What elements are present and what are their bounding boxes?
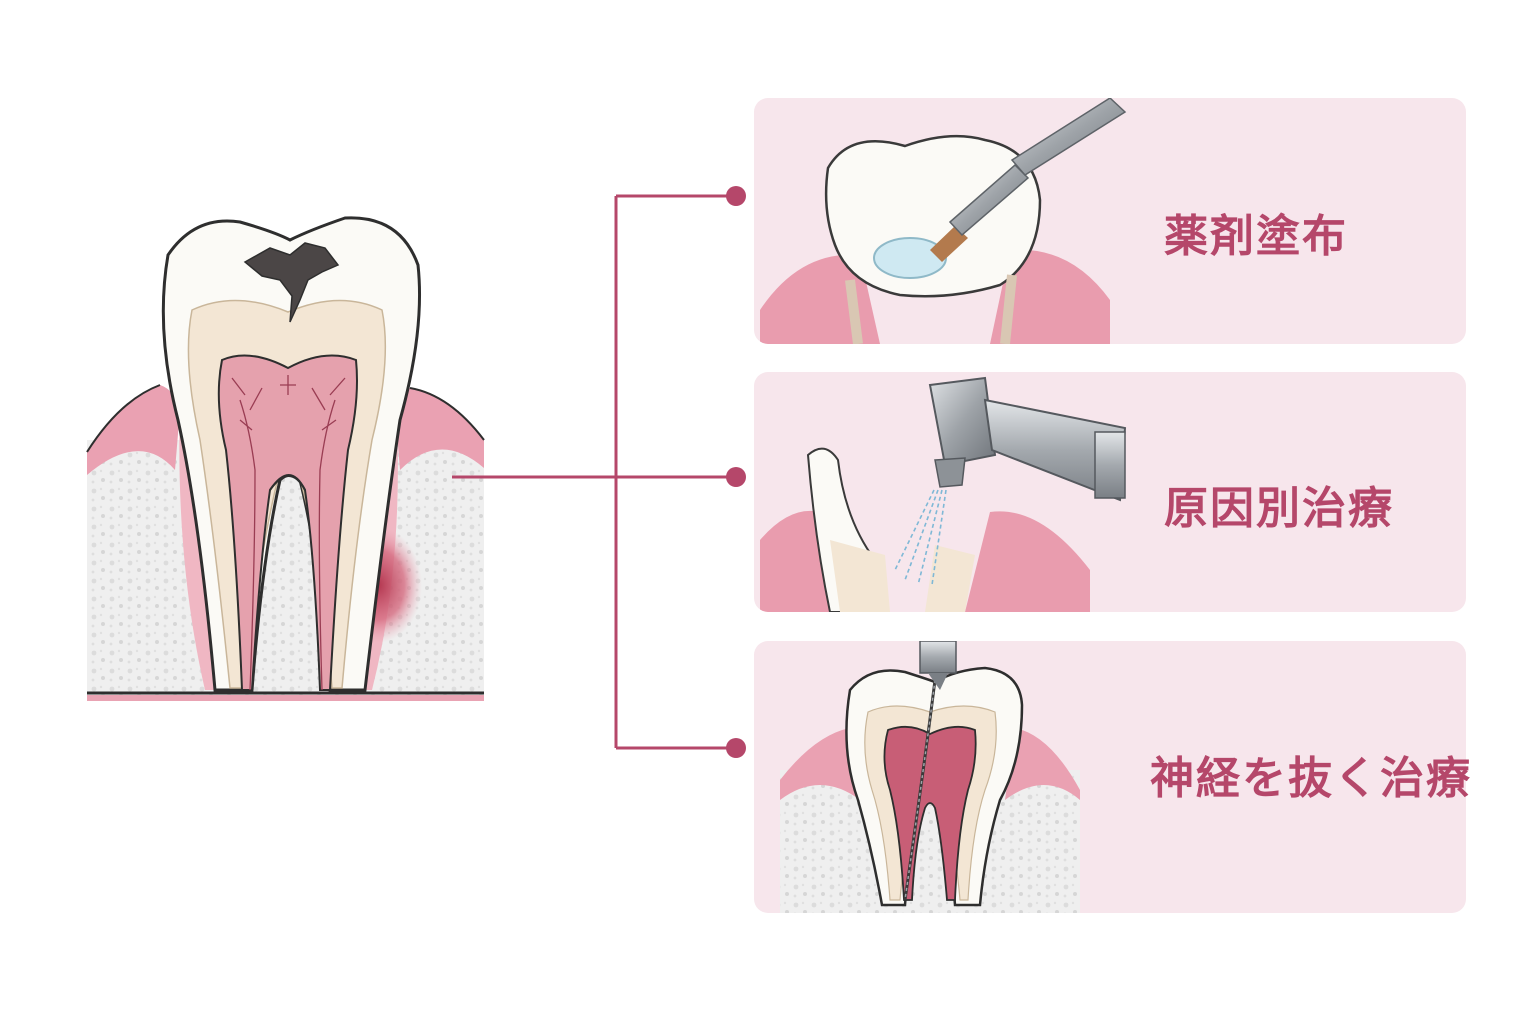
connector-dot-1 (726, 186, 746, 206)
treatment-label-root-canal: 神経を抜く治療 (1150, 753, 1472, 804)
connector-dot-3 (726, 738, 746, 758)
gum-left (87, 385, 180, 475)
treatment-panel-2 (754, 372, 1466, 612)
connector-dot-2 (726, 467, 746, 487)
connector-tree (452, 194, 736, 750)
dental-handpiece-spray-icon (760, 376, 1127, 612)
decayed-tooth-illustration (86, 216, 485, 724)
root-canal-file-icon (780, 641, 1080, 913)
treatment-label-cause-specific: 原因別治療 (1164, 483, 1394, 534)
gum-right (396, 388, 484, 470)
brush-applying-medicine-icon (760, 98, 1127, 344)
treatment-panel-3 (754, 641, 1466, 913)
treatment-label-medication: 薬剤塗布 (1164, 211, 1348, 262)
treatment-panel-1 (754, 98, 1466, 344)
cavity (243, 242, 340, 323)
